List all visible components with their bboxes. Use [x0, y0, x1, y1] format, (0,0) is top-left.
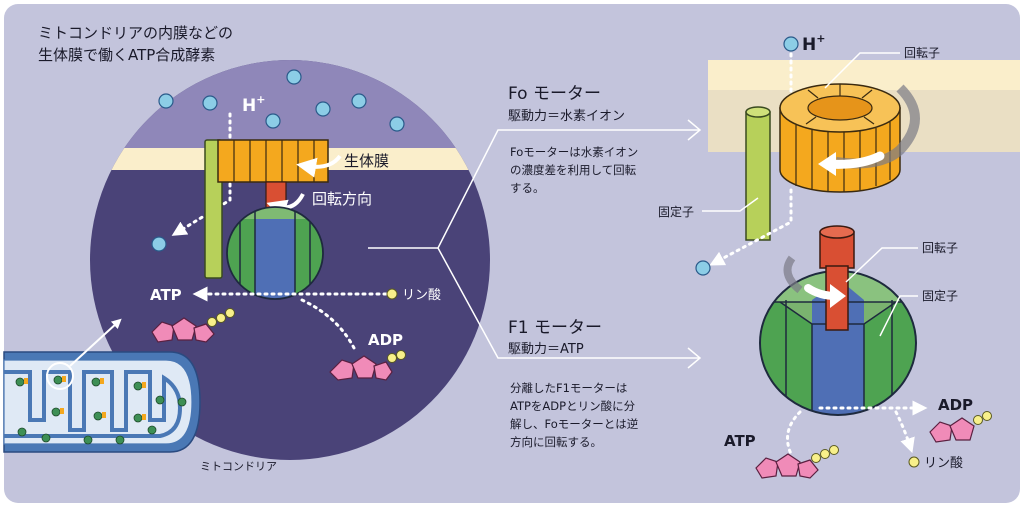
left-f1-globe — [226, 206, 324, 300]
membrane-rotation-arrow — [296, 154, 342, 178]
right-atp-molecule — [755, 453, 819, 479]
fo-drive: 駆動力＝水素イオン — [508, 109, 625, 124]
left-phosphate-dot — [386, 288, 398, 300]
rotation-direction-label: 回転方向 — [312, 190, 372, 208]
left-adp-phosphates — [387, 350, 406, 363]
rotor-top-leader — [824, 52, 900, 89]
stator-bottom-leader — [879, 295, 918, 337]
proton — [351, 93, 367, 109]
f1-desc-line: ATPをADPとリン酸に分 — [510, 399, 636, 413]
fo-desc-line: の濃度差を利用して回転 — [510, 163, 637, 177]
right-top-proton — [783, 36, 799, 52]
stator-top-label: 固定子 — [658, 204, 694, 219]
mitochondria — [3, 351, 201, 453]
fo-desc-line: Foモーターは水素イオン — [510, 145, 638, 159]
stator-bottom-label: 固定子 — [922, 288, 958, 303]
right-rotor-ring — [779, 83, 901, 193]
stator-top-leader — [702, 197, 759, 212]
right-bottom-proton — [695, 260, 711, 276]
proton — [286, 69, 302, 85]
f1-title: F1 モーター — [508, 318, 602, 338]
proton — [151, 236, 167, 252]
fo-title: Fo モーター — [508, 84, 601, 104]
left-proton-label: H+ — [242, 93, 265, 116]
proton — [315, 101, 331, 117]
mitochondria-label: ミトコンドリア — [200, 460, 277, 473]
fo-desc-line: する。 — [510, 181, 545, 195]
right-atp-label: ATP — [724, 432, 756, 450]
f1-explanation: F1 モーター 駆動力＝ATP 分離したF1モーターは ATPをADPとリン酸に… — [508, 318, 639, 449]
fo-explanation: Fo モーター 駆動力＝水素イオン Foモーターは水素イオン の濃度差を利用して… — [508, 84, 638, 195]
right-proton-label: H+ — [802, 32, 825, 55]
f1-drive: 駆動力＝ATP — [508, 342, 584, 357]
zoom-indicator-arrow — [69, 318, 122, 367]
rotor-top-label: 回転子 — [904, 46, 940, 60]
atp-entry-path — [786, 410, 802, 458]
fo-connector — [368, 129, 700, 249]
right-stator-rod — [745, 106, 771, 241]
left-atp-label: ATP — [150, 286, 182, 304]
rotor-bottom-label: 回転子 — [922, 241, 958, 255]
left-atp-phosphates — [207, 308, 235, 327]
proton — [158, 93, 174, 109]
title-line-2: 生体膜で働くATP合成酵素 — [38, 46, 215, 64]
right-adp-phosphates — [973, 411, 992, 425]
right-atp-phosphates — [811, 445, 839, 463]
membrane-label: 生体膜 — [344, 152, 389, 170]
phosphate-release-path — [894, 410, 915, 454]
left-adp-molecule — [329, 355, 393, 381]
f1-desc-line: 解し、Foモーターとは逆 — [510, 417, 639, 431]
proton — [265, 113, 281, 129]
left-rotor-ring — [217, 139, 329, 183]
zoom-indicator-circle — [46, 362, 74, 390]
title: ミトコンドリアの内膜などの 生体膜で働くATP合成酵素 — [38, 24, 233, 64]
left-atp-molecule — [151, 317, 215, 343]
right-adp-molecule — [929, 417, 975, 443]
proton — [202, 95, 218, 111]
left-phosphate-label: リン酸 — [402, 288, 441, 303]
proton — [389, 116, 405, 132]
f1-desc-line: 分離したF1モーターは — [510, 381, 627, 395]
adp-path — [300, 298, 358, 354]
left-protons — [151, 69, 405, 252]
left-adp-label: ADP — [368, 331, 403, 349]
rotor-bottom-leader — [845, 247, 918, 283]
title-line-1: ミトコンドリアの内膜などの — [38, 24, 233, 42]
right-phosphate-label: リン酸 — [924, 456, 963, 471]
f1-connector — [437, 247, 700, 359]
right-phosphate-dot — [908, 456, 920, 468]
right-adp-label: ADP — [938, 396, 973, 414]
f1-desc-line: 方向に回転する。 — [510, 435, 602, 449]
